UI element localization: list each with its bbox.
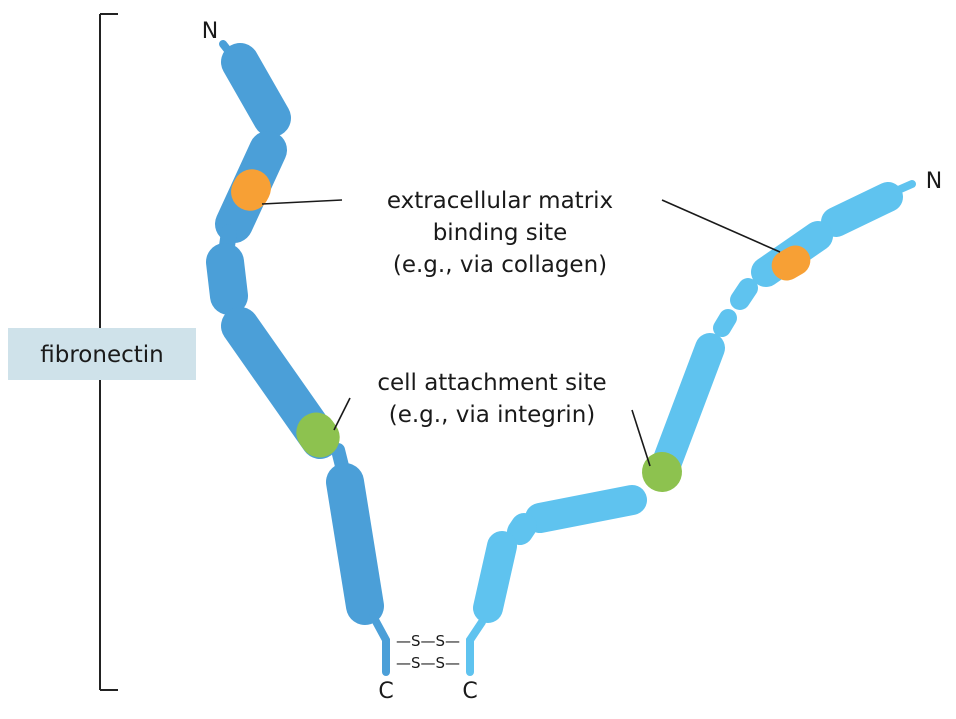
left-domain-3 — [206, 243, 248, 315]
cell-callout-left — [333, 397, 351, 431]
ecm-callout-left — [261, 199, 343, 205]
title-box — [8, 328, 196, 380]
cell-label-line1: cell attachment site — [377, 370, 606, 396]
ecm-label-line3: (e.g., via collagen) — [393, 252, 607, 278]
callout-lines — [261, 199, 781, 467]
left-domain-5 — [326, 463, 384, 625]
ecm-callout-right — [661, 199, 781, 253]
ecm-label-line1: extracellular matrix — [387, 188, 613, 214]
left-cell-site — [296, 412, 340, 458]
right-c-terminus: C — [462, 679, 477, 704]
right-domain-4 — [525, 485, 647, 533]
left-tail — [369, 612, 390, 676]
right-tail — [466, 618, 486, 676]
right-ecm-site — [771, 245, 811, 281]
cell-callout-right — [631, 409, 651, 467]
fibronectin-label: fibronectin — [40, 342, 163, 368]
left-chain — [206, 40, 390, 676]
right-chain — [466, 180, 916, 676]
cell-label-line2: (e.g., via integrin) — [389, 402, 596, 428]
right-domain-5 — [473, 531, 517, 623]
right-domain-3 — [649, 333, 725, 485]
right-n-terminus: N — [926, 169, 942, 194]
left-ecm-site — [231, 169, 271, 211]
right-cell-site — [642, 451, 682, 492]
left-c-terminus: C — [378, 679, 393, 704]
disulfide-bond-bottom: —S—S— — [396, 654, 460, 672]
ecm-label-line2: binding site — [433, 220, 568, 246]
left-n-terminus: N — [202, 19, 218, 44]
disulfide-bond-top: —S—S— — [396, 632, 460, 650]
right-domain-1 — [821, 182, 903, 237]
left-domain-1 — [221, 43, 291, 137]
